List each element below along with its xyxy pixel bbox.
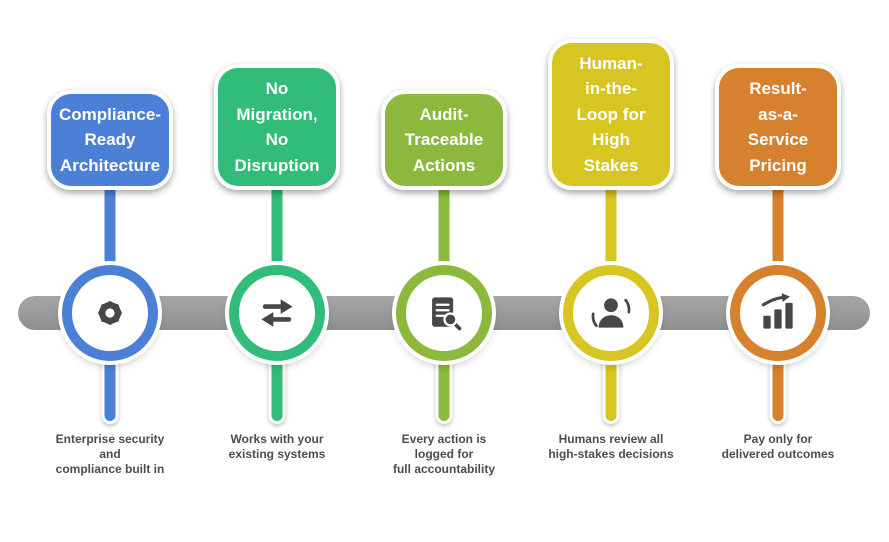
step-description: Enterprise security and compliance built… (55, 432, 165, 476)
step-circle (62, 265, 158, 361)
connector-top (268, 180, 286, 278)
step-circle (396, 265, 492, 361)
step-description: Pay only for delivered outcomes (721, 432, 835, 461)
step-title: Compliance- Ready Architecture (58, 104, 162, 175)
step-column-2: No Migration, No Disruption Works with y… (197, 0, 357, 542)
step-title-card: Compliance- Ready Architecture (47, 89, 173, 190)
step-title-card: Human- in-the- Loop for High Stakes (548, 38, 674, 190)
connector-bottom (268, 350, 286, 424)
step-column-1: Compliance- Ready Architecture Enterpris… (30, 0, 190, 542)
step-title-card: Audit- Traceable Actions (381, 89, 507, 190)
step-title: Audit- Traceable Actions (404, 104, 484, 175)
bar-chart-icon (761, 293, 793, 329)
audit-search-icon (432, 297, 462, 331)
step-title: No Migration, No Disruption (234, 79, 320, 175)
step-circle (730, 265, 826, 361)
step-column-4: Human- in-the- Loop for High Stakes Huma… (531, 0, 691, 542)
connector-bottom (435, 350, 453, 424)
step-description: Works with your existing systems (228, 432, 326, 461)
step-circle (563, 265, 659, 361)
step-circle (229, 265, 325, 361)
step-description: Every action is logged for full accounta… (392, 432, 495, 476)
step-description: Humans review all high-stakes decisions (548, 432, 674, 461)
connector-top (101, 180, 119, 278)
connector-bottom (769, 350, 787, 424)
step-column-5: Result- as-a- Service Pricing Pay only f… (698, 0, 858, 542)
gear-icon (98, 301, 122, 325)
connector-top (435, 180, 453, 278)
connector-bottom (602, 350, 620, 424)
step-title: Human- in-the- Loop for High Stakes (576, 53, 646, 175)
person-icon (591, 298, 631, 328)
step-title-card: No Migration, No Disruption (214, 64, 340, 190)
connector-top (769, 180, 787, 278)
connector-bottom (101, 350, 119, 424)
step-title: Result- as-a- Service Pricing (747, 79, 809, 175)
step-title-card: Result- as-a- Service Pricing (715, 64, 841, 190)
connector-top (602, 180, 620, 278)
sync-arrows-icon (261, 299, 293, 327)
step-column-3: Audit- Traceable Actions Every action is… (364, 0, 524, 542)
